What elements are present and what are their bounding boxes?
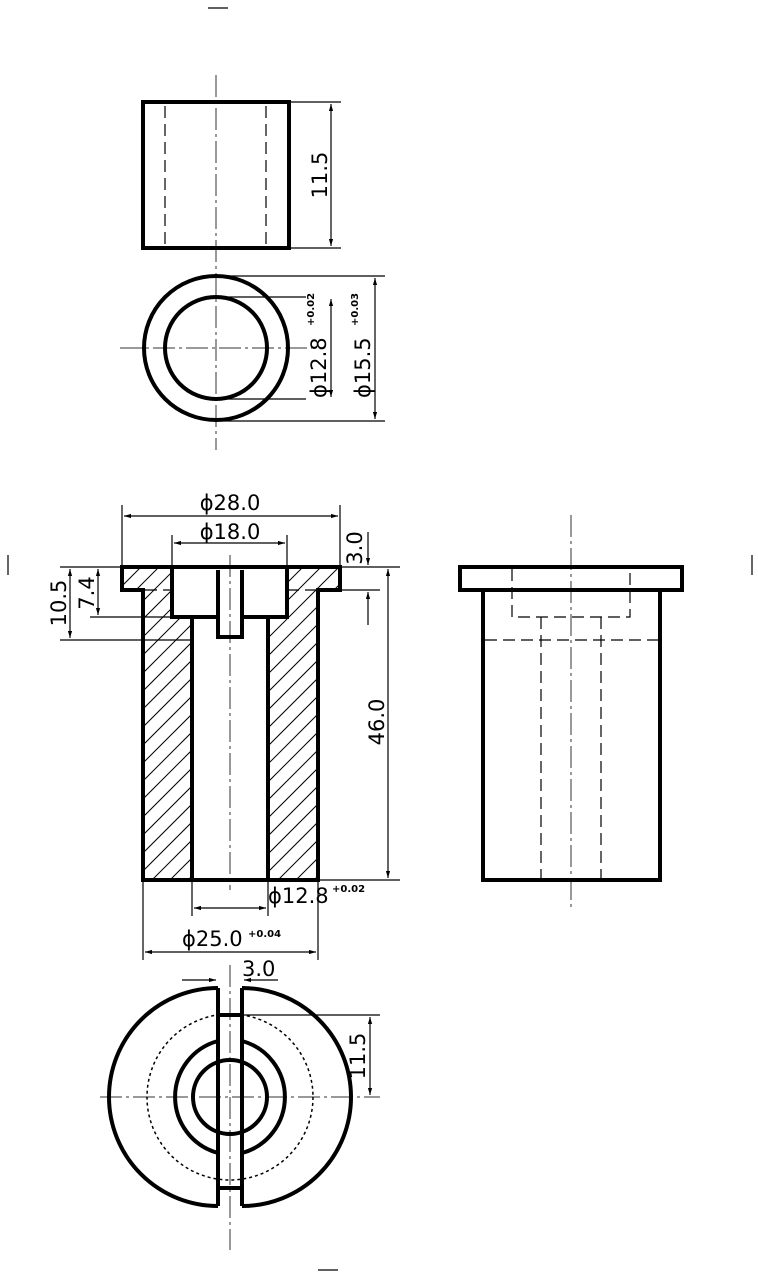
hatch-line (122, 567, 223, 880)
sleeve-top-view: ϕ12.8 +0.02 ϕ15.5 +0.03 (120, 274, 385, 422)
hatch-line (122, 567, 295, 880)
hatch-line (420, 540, 758, 900)
hatch-line (456, 540, 758, 900)
total-depth-label: 10.5 (47, 580, 71, 627)
bore-dia-tolerance: +0.02 (332, 884, 365, 895)
hatch-line (366, 540, 726, 900)
hatch-line (122, 567, 340, 880)
hatch-line (122, 567, 340, 880)
hatch-line (167, 567, 340, 880)
slot-width-label: 3.0 (242, 957, 275, 981)
hatch-line (221, 567, 340, 880)
slot-offset-label: 11.5 (346, 1033, 370, 1080)
hatch-line (492, 540, 758, 900)
hatch-line (239, 567, 340, 880)
outer-dia-tolerance: +0.03 (350, 293, 361, 326)
body-dia-tolerance: +0.04 (248, 929, 281, 940)
hatch-line (384, 540, 744, 900)
flange-dia-label: ϕ28.0 (200, 491, 261, 515)
counterbore-depth-label: 7.4 (75, 576, 99, 609)
body-dia-label: ϕ25.0 (182, 927, 243, 951)
outer-dia-label: ϕ15.5 (351, 337, 375, 398)
hatch-line (438, 540, 758, 900)
bushing-section-view: ϕ28.0 ϕ18.0 3.0 46.0 10.5 7.4 ϕ12.8 +0.0… (47, 491, 758, 960)
sleeve-front-view: 11.5 (141, 75, 341, 450)
bore-dia-label: ϕ12.8 (268, 884, 329, 908)
frame-ticks (7, 7, 753, 1271)
flange-thickness-label: 3.0 (343, 531, 367, 564)
hatch-line (348, 540, 708, 900)
hatch-line (122, 567, 277, 880)
inner-dia-tolerance: +0.02 (306, 293, 317, 326)
sleeve-height-label: 11.5 (308, 152, 332, 199)
hatch-line (149, 567, 340, 880)
hatch-line (122, 567, 241, 880)
hatch-line (293, 567, 340, 880)
hatch-line (402, 540, 758, 900)
hatch-line (275, 567, 340, 880)
hatch-line (122, 567, 340, 880)
hatch-line (474, 540, 758, 900)
bushing-bottom-view: 3.0 11.5 (100, 957, 380, 1250)
body-length-label: 46.0 (365, 699, 389, 746)
bushing-side-view (458, 515, 684, 908)
inner-dia-label: ϕ12.8 (307, 337, 331, 398)
counterbore-dia-label: ϕ18.0 (200, 520, 261, 544)
